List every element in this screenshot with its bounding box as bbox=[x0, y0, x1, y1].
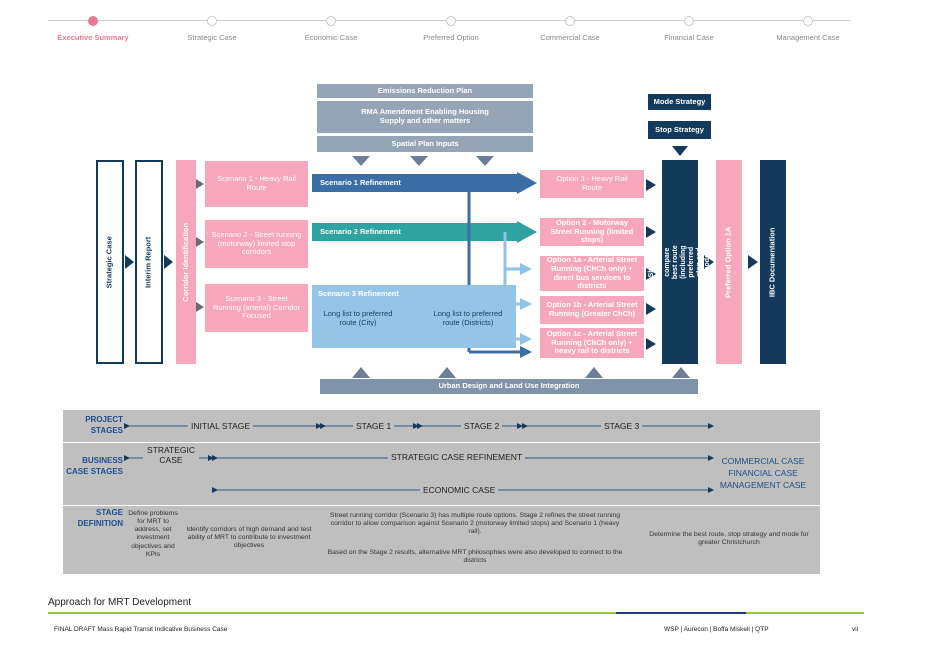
preferred-option-block: Preferred Option 1A bbox=[716, 160, 742, 364]
footer-page-number: vii bbox=[852, 626, 859, 633]
definition-stage1: Identify corridors of high demand and te… bbox=[186, 526, 312, 550]
longlist-city-label: Long list to preferred route (City) bbox=[323, 309, 393, 327]
step-dot-commercial-case[interactable] bbox=[565, 16, 575, 26]
scenario2-refinement-label: Scenario 2 Refinement bbox=[320, 226, 401, 236]
step-label-commercial-case[interactable]: Commercial Case bbox=[540, 33, 600, 42]
strategic-case-stage-label: STRATEGIC CASE bbox=[143, 445, 199, 466]
scenario3-refinement-panel bbox=[312, 285, 516, 348]
mode-strategy-block: Mode Strategy bbox=[648, 94, 711, 110]
step-dot-executive-summary[interactable] bbox=[88, 16, 98, 26]
definition-stage2-a: Street running corridor (Scenario 3) has… bbox=[329, 512, 621, 536]
option3-block: Option 3 - Heavy Rail Route bbox=[540, 170, 644, 198]
refine2-bar bbox=[312, 223, 517, 241]
stage-definition-header: STAGE DEFINITION bbox=[77, 508, 123, 528]
economic-case-label: ECONOMIC CASE bbox=[420, 485, 499, 495]
option2-block: Option 2 - Motorway Street Running (limi… bbox=[540, 218, 644, 246]
step-dot-management-case[interactable] bbox=[803, 16, 813, 26]
urban-design-block: Urban Design and Land Use Integration bbox=[320, 379, 698, 394]
scenario3-block: Scenario 3 - Street Running (arterial) C… bbox=[205, 284, 308, 332]
spatial-plan-inputs-block: Spatial Plan Inputs bbox=[317, 136, 533, 152]
scenario1-block: Scenario 1 - Heavy Rail Route bbox=[205, 161, 308, 207]
step-label-executive-summary[interactable]: Executive Summary bbox=[57, 33, 129, 42]
step-label-preferred-option[interactable]: Preferred Option bbox=[423, 33, 479, 42]
figure-caption: Approach for MRT Development bbox=[48, 597, 192, 608]
commercial-case-label: COMMERCIAL CASE bbox=[721, 456, 805, 466]
project-stages-header: PROJECT STAGES bbox=[85, 415, 123, 435]
definition-initial: Define problems for MRT to address, set … bbox=[128, 510, 178, 558]
financial-case-label: FINANCIAL CASE bbox=[728, 468, 798, 478]
step-dot-preferred-option[interactable] bbox=[446, 16, 456, 26]
ibc-documentation-block: IBC Documentation bbox=[760, 160, 786, 364]
step-label-management-case[interactable]: Management Case bbox=[776, 33, 840, 42]
left-flow-arrows bbox=[125, 255, 173, 269]
caption-rule-green bbox=[48, 612, 616, 614]
definition-stage2-b: Based on the Stage 2 results, alternativ… bbox=[327, 549, 623, 565]
caption-rule-navy bbox=[616, 612, 746, 614]
scenario1-refinement-label: Scenario 1 Refinement bbox=[320, 177, 401, 187]
emissions-reduction-plan-block: Emissions Reduction Plan bbox=[317, 84, 533, 98]
strategic-case-block: Strategic Case bbox=[96, 160, 124, 364]
corridor-identification-block: Corridor Identification bbox=[176, 160, 196, 364]
step-label-economic-case[interactable]: Economic Case bbox=[304, 33, 358, 42]
option1b-block: Option 1b - Arterial Street Running (Gre… bbox=[540, 296, 644, 324]
rma-amendment-block: RMA Amendment Enabling Housing Supply an… bbox=[317, 101, 533, 133]
stage3-label: STAGE 3 bbox=[601, 421, 643, 431]
strategic-case-refinement-label: STRATEGIC CASE REFINEMENT bbox=[388, 452, 526, 462]
footer-document-title: FINAL DRAFT Mass Rapid Transit Indicativ… bbox=[54, 626, 228, 633]
definition-stage3: Determine the best route, stop strategy … bbox=[649, 531, 809, 547]
footer-consultants: WSP | Aurecon | Boffa Miskell | QTP bbox=[664, 626, 769, 633]
shortlist-block: Short list to compare best route (includ… bbox=[648, 160, 711, 364]
stage1-label: STAGE 1 bbox=[353, 421, 395, 431]
step-label-strategic-case[interactable]: Strategic Case bbox=[187, 33, 237, 42]
step-dot-economic-case[interactable] bbox=[326, 16, 336, 26]
option1a-block: Option 1a - Arterial Street Running (ChC… bbox=[540, 255, 644, 291]
caption-rule-green-right bbox=[746, 612, 864, 614]
corridor-arrows bbox=[196, 179, 204, 312]
option1c-block: Option 1c - Arterial Street Running (ChC… bbox=[540, 328, 644, 358]
spatial-down-arrows bbox=[352, 156, 494, 166]
initial-stage-label: INITIAL STAGE bbox=[188, 421, 254, 431]
stage2-label: STAGE 2 bbox=[461, 421, 503, 431]
scenario3-refinement-label: Scenario 3 Refinement bbox=[318, 288, 399, 298]
management-case-label: MANAGEMENT CASE bbox=[719, 480, 807, 490]
refine1-bar bbox=[312, 174, 517, 192]
scenario2-block: Scenario 2 - Street running (motorway) l… bbox=[205, 220, 308, 268]
step-label-financial-case[interactable]: Financial Case bbox=[664, 33, 714, 42]
stop-strategy-block: Stop Strategy bbox=[648, 121, 711, 139]
interim-report-block: Interim Report bbox=[135, 160, 163, 364]
step-dot-financial-case[interactable] bbox=[684, 16, 694, 26]
business-case-stages-header: BUSINESS CASE STAGES bbox=[66, 456, 123, 476]
longlist-districts-label: Long list to preferred route (Districts) bbox=[433, 309, 503, 327]
urban-up-arrows bbox=[352, 367, 690, 378]
step-dot-strategic-case[interactable] bbox=[207, 16, 217, 26]
stage-table: PROJECT STAGES BUSINESS CASE STAGES STAG… bbox=[63, 410, 820, 574]
